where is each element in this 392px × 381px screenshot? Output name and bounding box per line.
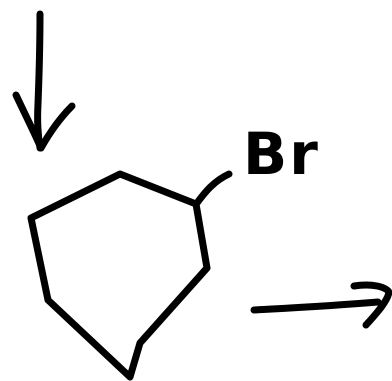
right-arrow	[250, 281, 392, 329]
down-arrow-head	[12, 91, 76, 152]
cyclohexane-ring	[27, 170, 211, 381]
bromine-label: Br	[243, 120, 320, 188]
down-arrow	[12, 10, 76, 152]
bond-to-bromine	[193, 170, 233, 207]
right-arrow-head	[350, 281, 392, 329]
right-arrow-shaft	[250, 298, 382, 314]
down-arrow-shaft	[34, 10, 44, 152]
